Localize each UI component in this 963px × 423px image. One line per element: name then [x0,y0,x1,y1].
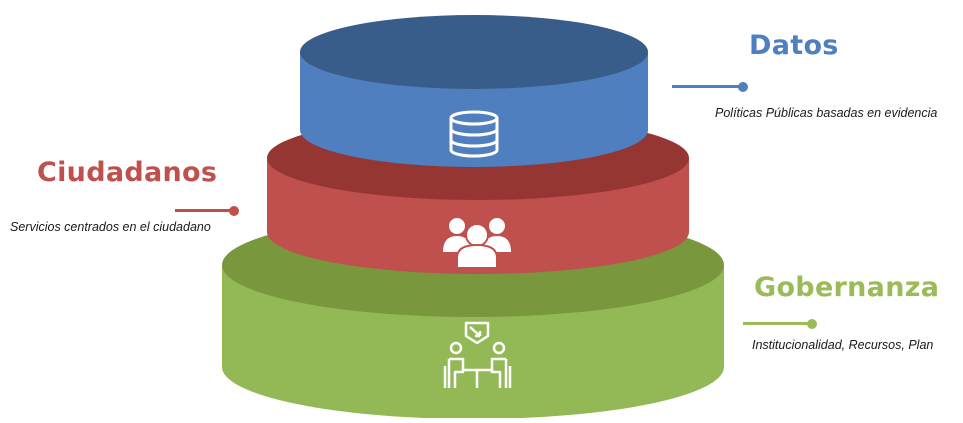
gobernanza-connector [743,318,817,329]
ciudadanos-subtitle: Servicios centrados en el ciudadano [10,220,211,234]
tier-datos [300,15,648,167]
ciudadanos-connector [175,205,239,216]
ciudadanos-connector-dot [229,205,239,216]
datos-title: Datos [749,30,839,61]
database-icon [449,110,499,158]
datos-connector-dot [738,81,748,92]
ciudadanos-title: Ciudadanos [37,157,218,188]
gobernanza-title: Gobernanza [754,272,940,303]
people-group-icon [443,218,511,269]
datos-subtitle: Políticas Públicas basadas en evidencia [715,106,938,120]
gobernanza-subtitle: Institucionalidad, Recursos, Plan [752,338,934,352]
gobernanza-connector-dot [807,318,817,329]
meeting-icon [443,321,512,388]
datos-connector [672,81,748,92]
